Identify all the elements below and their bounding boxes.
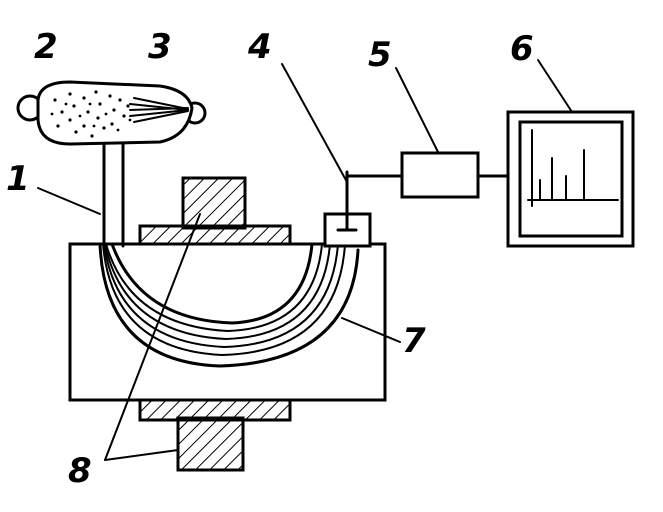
ion-tube	[102, 138, 125, 248]
ion-source	[16, 80, 207, 146]
label-3: 3	[148, 27, 172, 67]
leader-5	[395, 67, 439, 153]
label-4: 4	[247, 27, 272, 67]
signal-wire	[345, 174, 404, 190]
leader-7	[341, 317, 401, 343]
leader-1	[37, 187, 101, 215]
label-2: 2	[34, 27, 58, 67]
leader-8a	[104, 213, 201, 461]
gas-dots	[50, 90, 132, 138]
leader-8b	[104, 449, 179, 461]
leader-4	[281, 63, 348, 183]
label-1: 1	[6, 159, 30, 199]
ion-trajectories	[98, 242, 360, 368]
label-7: 7	[402, 321, 426, 361]
recorder	[506, 110, 635, 248]
label-5: 5	[368, 35, 392, 75]
label-6: 6	[510, 29, 534, 69]
label-8: 8	[68, 451, 92, 491]
electron-beam	[129, 97, 189, 123]
leader-6	[537, 59, 573, 113]
collector	[323, 170, 372, 248]
magnet-lower	[138, 394, 292, 472]
amplifier	[400, 151, 480, 199]
magnet-upper	[138, 176, 292, 250]
